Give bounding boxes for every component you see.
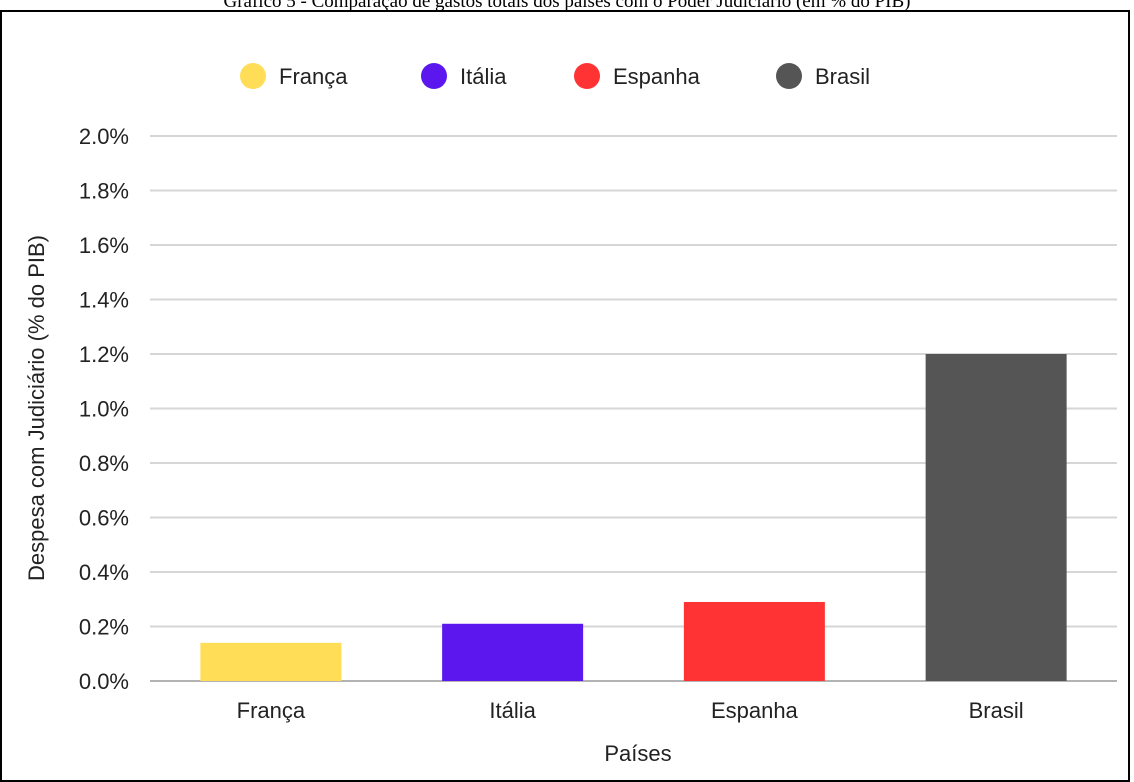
legend-label: França — [279, 64, 348, 89]
y-grid — [150, 135, 1117, 682]
legend-marker — [574, 63, 600, 89]
chart-caption: Gráfico 5 - Comparação de gastos totais … — [223, 0, 911, 12]
x-axis-title: Países — [604, 741, 671, 766]
legend-label: Itália — [460, 64, 507, 89]
y-tick-label: 0.0% — [79, 669, 129, 694]
legend-marker — [421, 63, 447, 89]
x-tick-labels: França Itália Espanha Brasil — [237, 698, 1024, 723]
y-tick-label: 1.4% — [79, 288, 129, 313]
y-tick-label: 1.8% — [79, 179, 129, 204]
y-tick-label: 0.8% — [79, 451, 129, 476]
y-tick-label: 0.6% — [79, 506, 129, 531]
legend-label: Espanha — [613, 64, 701, 89]
bar-itália — [442, 623, 584, 681]
legend-marker — [240, 63, 266, 89]
x-tick-label: Itália — [489, 698, 536, 723]
y-tick-label: 2.0% — [79, 124, 129, 149]
y-tick-label: 0.2% — [79, 615, 129, 640]
legend-label: Brasil — [815, 64, 870, 89]
bar-frança — [200, 642, 342, 681]
y-tick-label: 0.4% — [79, 560, 129, 585]
y-tick-label: 1.6% — [79, 233, 129, 258]
legend-marker — [776, 63, 802, 89]
bar-espanha — [683, 601, 825, 681]
legend: França Itália Espanha Brasil — [240, 63, 870, 89]
y-tick-label: 1.0% — [79, 397, 129, 422]
bar-brasil — [925, 354, 1067, 681]
y-tick-label: 1.2% — [79, 342, 129, 367]
bars — [200, 354, 1067, 681]
x-tick-label: Brasil — [969, 698, 1024, 723]
y-axis-title: Despesa com Judiciário (% do PIB) — [24, 235, 49, 581]
x-tick-label: França — [237, 698, 306, 723]
x-tick-label: Espanha — [711, 698, 799, 723]
y-tick-labels: 0.0% 0.2% 0.4% 0.6% 0.8% 1.0% 1.2% 1.4% 1.6% 1.8%… — [79, 124, 129, 694]
